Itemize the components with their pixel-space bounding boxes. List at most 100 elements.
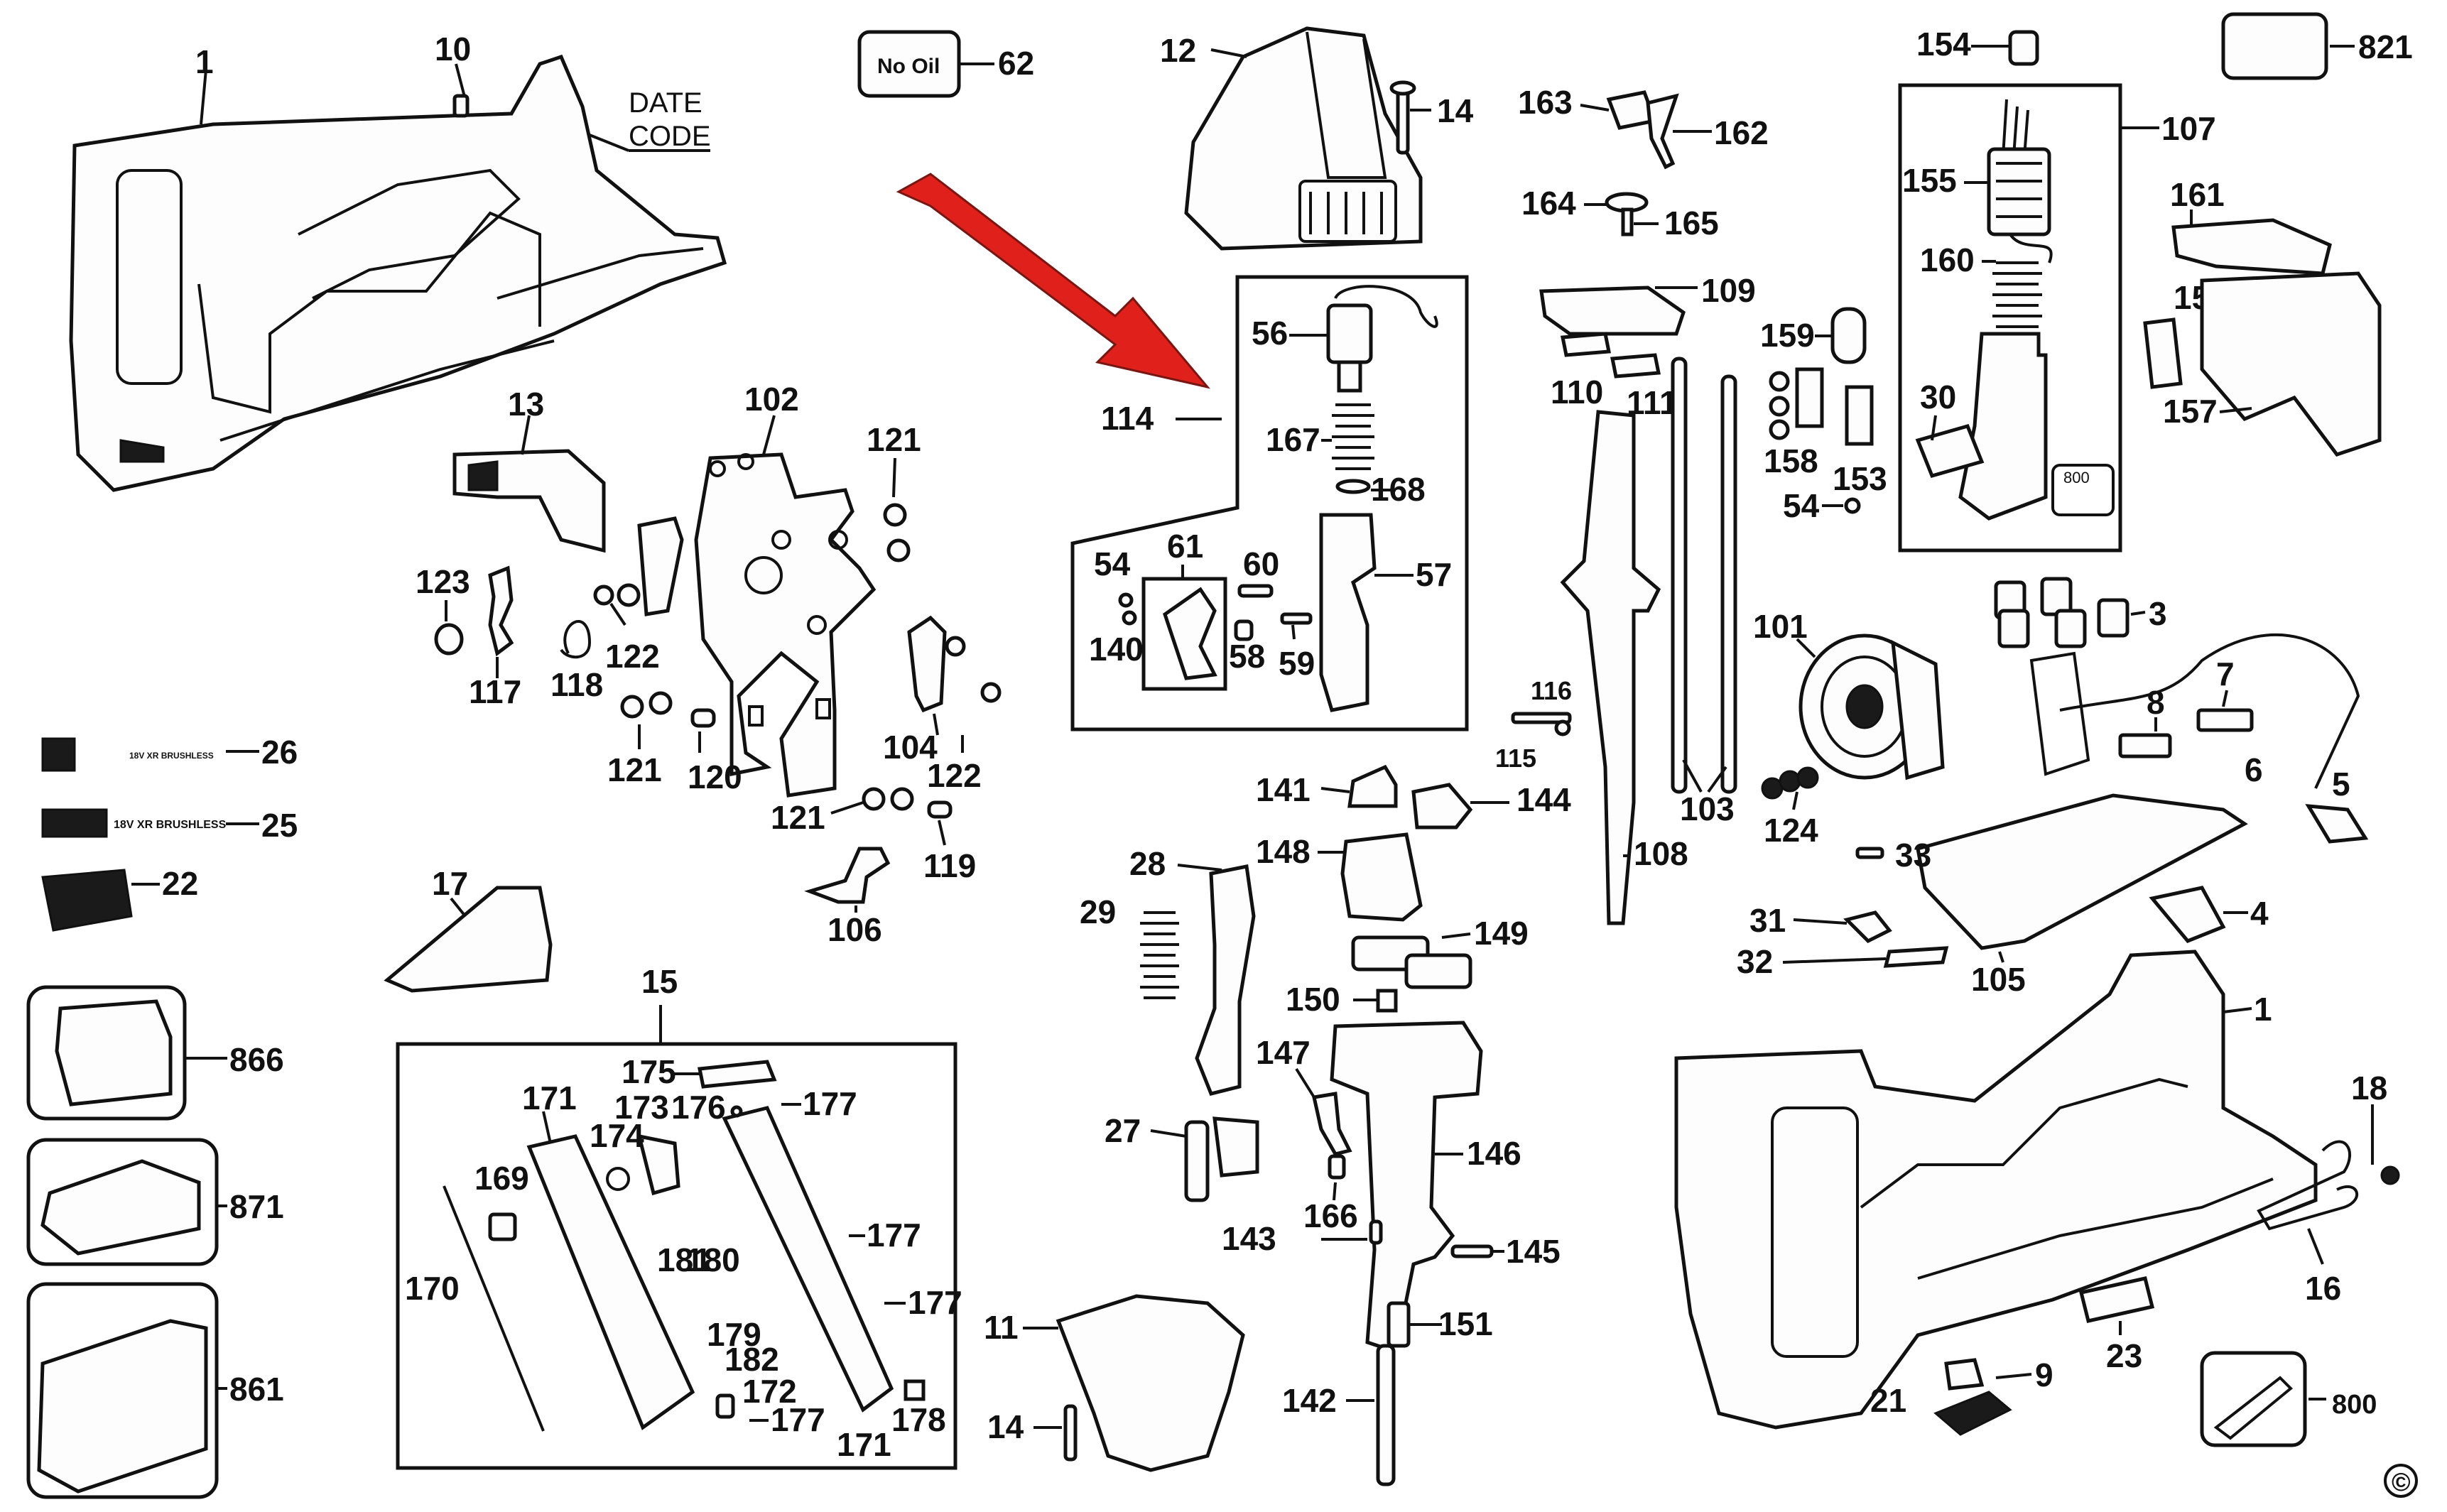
frame-15	[396, 1042, 957, 1470]
nose-assembly-146	[1330, 1021, 1483, 1351]
callout-173: 173	[614, 1089, 669, 1126]
callout-18: 18	[2351, 1070, 2387, 1106]
callout-150: 150	[1286, 981, 1340, 1018]
trigger-switch-assembly	[1915, 99, 2053, 521]
callout-15: 15	[641, 963, 678, 1000]
callout-59: 59	[1279, 645, 1315, 682]
callout-30: 30	[1920, 379, 1956, 415]
callout-5: 5	[2332, 766, 2350, 803]
callout-179: 179	[707, 1316, 761, 1353]
callout-8: 8	[2147, 684, 2165, 721]
callout-103: 103	[1680, 790, 1735, 827]
callout-119: 119	[923, 847, 976, 884]
callout-102: 102	[744, 381, 799, 418]
callout-115: 115	[1495, 744, 1536, 773]
callout-180: 180	[685, 1241, 740, 1278]
callout-121-left: 121	[607, 751, 662, 788]
callout-166: 166	[1303, 1197, 1358, 1234]
callout-866: 866	[229, 1041, 284, 1078]
callout-821: 821	[2358, 28, 2413, 65]
callout-148: 148	[1256, 833, 1311, 870]
callout-123: 123	[416, 563, 470, 600]
carry-case	[37, 1319, 208, 1494]
callout-117: 117	[469, 673, 521, 710]
callout-122-left: 122	[605, 638, 660, 675]
callout-163: 163	[1518, 84, 1573, 121]
callout-21: 21	[1870, 1382, 1906, 1419]
cap-part-12	[1184, 26, 1423, 251]
callout-800: 800	[2332, 1390, 2377, 1420]
callout-1-right: 1	[2254, 991, 2272, 1028]
callout-120: 120	[688, 758, 742, 795]
callout-14-top: 14	[1437, 92, 1474, 129]
callout-162: 162	[1714, 114, 1769, 151]
box-871	[26, 1138, 219, 1266]
callout-121-top: 121	[867, 421, 921, 458]
callout-153: 153	[1833, 460, 1887, 497]
callout-58: 58	[1229, 638, 1265, 675]
callout-177-bottom: 177	[771, 1401, 825, 1438]
callout-155: 155	[1902, 162, 1957, 199]
callout-9: 9	[2035, 1356, 2053, 1393]
callout-124: 124	[1764, 812, 1818, 849]
housing-right-part-1	[1674, 950, 2318, 1430]
housing-left-part-1	[69, 54, 727, 492]
callout-104: 104	[883, 729, 938, 766]
label-plate-821	[2221, 12, 2328, 80]
callout-118: 118	[550, 666, 603, 703]
callout-164: 164	[1521, 185, 1576, 222]
callout-26: 26	[261, 734, 298, 771]
callout-108: 108	[1634, 835, 1688, 872]
box-866	[26, 985, 187, 1121]
copyright-icon	[2384, 1464, 2418, 1498]
callout-6: 6	[2245, 751, 2263, 788]
callout-22: 22	[162, 865, 198, 902]
callout-167: 167	[1266, 421, 1320, 458]
callout-33: 33	[1895, 837, 1931, 874]
callout-182: 182	[725, 1341, 779, 1378]
frame-107	[1898, 83, 2122, 553]
nail-symbol-plate	[41, 869, 133, 932]
date-code-line2: CODE	[629, 121, 711, 152]
callout-177-mid: 177	[867, 1217, 921, 1253]
callout-14-bottom: 14	[987, 1408, 1024, 1445]
callout-16: 16	[2305, 1270, 2341, 1307]
callout-114: 114	[1101, 400, 1154, 437]
callout-172: 172	[742, 1373, 797, 1410]
callout-154: 154	[1916, 26, 1971, 62]
callout-177-right: 177	[908, 1284, 962, 1321]
callout-142: 142	[1282, 1382, 1337, 1419]
box-861	[26, 1282, 219, 1499]
callout-27: 27	[1105, 1112, 1141, 1149]
callout-140: 140	[1089, 631, 1144, 668]
badge-26-text: 18V XR BRUSHLESS	[129, 751, 214, 761]
callout-159: 159	[1760, 317, 1815, 354]
callout-23: 23	[2106, 1337, 2142, 1374]
callout-116: 116	[1531, 676, 1572, 705]
callout-147: 147	[1256, 1034, 1311, 1071]
callout-7: 7	[2216, 656, 2235, 692]
callout-158: 158	[1764, 442, 1818, 479]
callout-171-right: 171	[837, 1426, 891, 1463]
callout-61: 61	[1167, 528, 1203, 565]
callout-165: 165	[1664, 205, 1719, 241]
frame-114	[1070, 275, 1469, 731]
callout-171-left: 171	[522, 1079, 577, 1116]
callout-871: 871	[229, 1188, 284, 1225]
callout-54-left: 54	[1094, 545, 1131, 582]
date-code-line1: DATE	[629, 87, 702, 119]
callout-60: 60	[1243, 545, 1279, 582]
callout-57: 57	[1416, 556, 1452, 593]
callout-169: 169	[474, 1160, 529, 1197]
callout-3: 3	[2149, 595, 2167, 632]
callout-11: 11	[984, 1309, 1019, 1346]
callout-149: 149	[1474, 915, 1529, 952]
callout-110: 110	[1551, 374, 1603, 410]
callout-13: 13	[508, 386, 544, 423]
callout-25: 25	[261, 807, 298, 844]
callout-160: 160	[1920, 241, 1975, 278]
callout-1: 1	[195, 43, 214, 80]
box-61	[1141, 577, 1227, 691]
